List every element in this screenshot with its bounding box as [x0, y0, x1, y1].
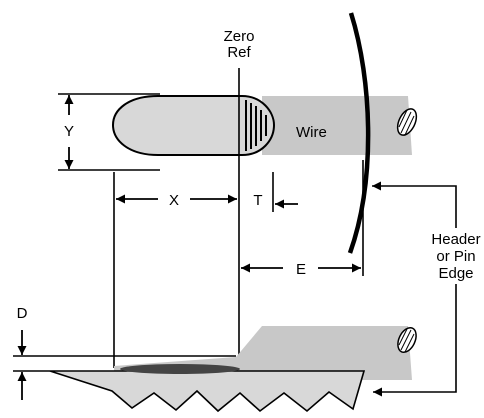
bond-footprint-side [120, 364, 240, 374]
header-pin-edge [347, 12, 371, 254]
x-label: X [169, 192, 179, 209]
e-dimension: E [241, 261, 361, 278]
zero-ref-label-1: Zero [224, 28, 255, 45]
edge-pointer-lower [373, 284, 457, 397]
upper-wire-end-hatch [398, 109, 415, 136]
d-dimension: D [13, 305, 236, 400]
t-label: T [253, 192, 262, 209]
wire-label: Wire [296, 124, 327, 141]
t-dimension: T [253, 172, 298, 212]
substrate [49, 370, 366, 413]
lower-wire-end-hatch [398, 328, 415, 353]
edge-label-2: or Pin [436, 248, 475, 265]
zero-ref-label-2: Ref [227, 44, 251, 61]
y-dimension: Y [58, 93, 160, 171]
upper-wire-body [262, 96, 412, 155]
bond-heel-hatching [245, 100, 267, 151]
bond-ellipse [111, 95, 276, 156]
edge-label-3: Edge [438, 265, 473, 282]
upper-wire-end-cap [396, 108, 418, 136]
upper-wire [262, 96, 418, 155]
x-dimension: X [116, 192, 237, 209]
e-label: E [296, 261, 306, 278]
d-label: D [17, 305, 28, 322]
y-label: Y [64, 123, 74, 140]
edge-pointer-upper [372, 181, 457, 228]
bond-top-view [111, 95, 276, 156]
edge-label-1: Header [431, 231, 480, 248]
